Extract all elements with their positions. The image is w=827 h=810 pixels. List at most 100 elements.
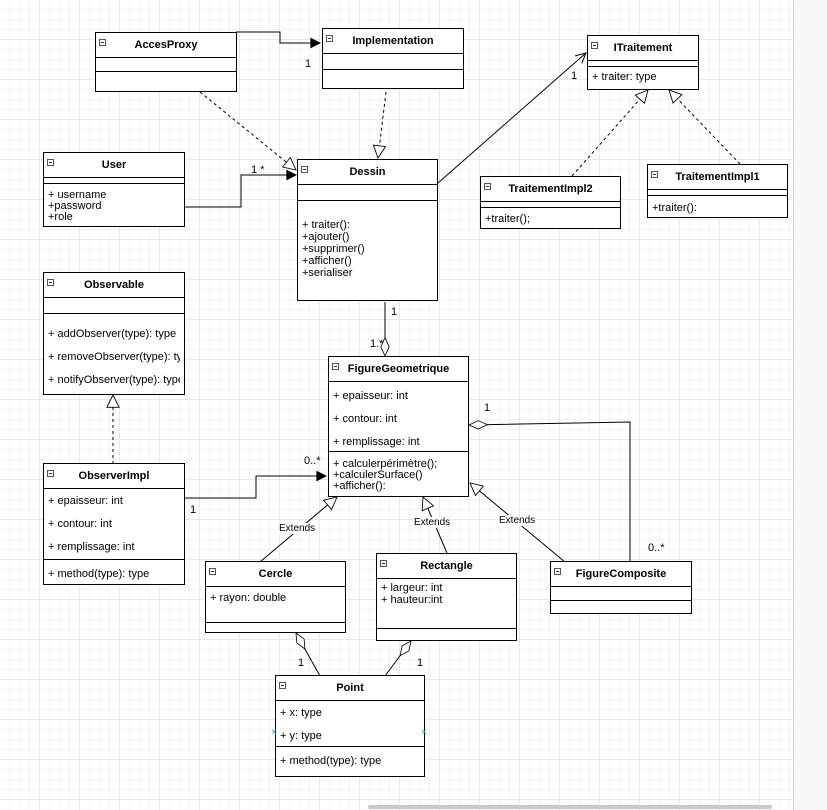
collapse-toggle-icon[interactable] [380,560,387,567]
multiplicity-label: 1 [484,402,491,414]
attribute-epaisseur: + epaisseur: int [333,390,408,402]
methods-section: +traiter(): [648,196,787,214]
attributes-section: + largeur: int + hauteur:int [377,579,516,629]
class-dessin[interactable]: Dessin + traiter(): +ajouter() +supprime… [297,159,438,301]
collapse-toggle-icon[interactable] [332,363,339,370]
class-name: Dessin [349,166,386,178]
selection-handle-left[interactable]: × [271,727,277,738]
attribute-remplissage: + remplissage: int [48,541,135,553]
class-name: User [101,159,127,171]
edge-cercle-point[interactable] [296,633,321,677]
class-name: AccesProxy [134,39,198,51]
attributes-section [323,54,463,70]
class-name: Cercle [258,568,293,580]
multiplicity-label: 1 [305,58,312,70]
class-name: Observable [84,279,144,291]
attributes-section [44,298,184,314]
attributes-section [588,61,698,67]
methods-section [377,629,516,641]
attributes-section [481,202,620,208]
attribute-y: + y: type [280,730,322,742]
method-traiter: +traiter(); [485,213,530,225]
edge-implementation-dessin[interactable] [378,91,387,158]
collapse-toggle-icon[interactable] [279,682,286,689]
multiplicity-label: 0..* [648,542,665,554]
methods-section: + traiter(): +ajouter() +supprimer() +af… [298,201,437,279]
methods-section [323,70,463,89]
attributes-section: + x: type + y: type [276,701,424,747]
edge-composite-aggregation[interactable] [469,422,631,562]
collapse-toggle-icon[interactable] [47,159,54,166]
collapse-toggle-icon[interactable] [47,470,54,477]
class-observer-impl[interactable]: ObserverImpl + epaisseur: int + contour:… [43,463,185,585]
class-acces-proxy[interactable]: AccesProxy [95,32,237,92]
collapse-toggle-icon[interactable] [651,171,658,178]
class-name: TraitementImpl2 [508,183,593,195]
selection-handle-right[interactable]: × [421,727,427,738]
class-name: Implementation [352,35,434,47]
class-name: ObserverImpl [78,470,150,482]
class-point[interactable]: Point + x: type + y: type + method(type)… [275,675,425,777]
method-calculer-surface: +calculerSurface() [333,470,423,481]
attribute-remplissage: + remplissage: int [333,436,420,448]
collapse-toggle-icon[interactable] [554,568,561,575]
multiplicity-label: 1 [190,504,197,516]
edge-user-dessin[interactable] [185,175,296,208]
class-implementation[interactable]: Implementation [322,28,464,89]
attributes-section [551,587,691,601]
multiplicity-label: 1 * [251,164,265,176]
class-observable[interactable]: Observable + addObserver(type): type + r… [43,272,185,395]
attributes-section [298,185,437,201]
attribute-role: +role [48,212,73,223]
method-traiter: +traiter(): [652,202,697,214]
collapse-toggle-icon[interactable] [99,39,106,46]
edge-dessin-itraitement[interactable] [437,53,586,184]
attribute-username: + username [48,190,107,201]
class-traitement-impl2[interactable]: TraitementImpl2 +traiter(); [480,176,621,229]
class-name: ITraitement [613,42,673,54]
attribute-password: +password [48,201,102,212]
extends-label: Extends [499,515,536,526]
methods-section: + addObserver(type): type + removeObserv… [44,314,184,392]
class-user[interactable]: User + username +password +role [43,152,185,227]
method-traiter: + traiter: type [592,71,657,83]
extends-label: Extends [414,517,451,528]
attribute-largeur: + largeur: int [381,582,443,594]
methods-section: + calculerpérimètre(); +calculerSurface(… [329,452,468,492]
class-itraitement[interactable]: ITraitement + traiter: type [587,35,699,90]
collapse-toggle-icon[interactable] [47,279,54,286]
class-cercle[interactable]: Cercle + rayon: double [205,561,346,633]
collapse-toggle-icon[interactable] [301,166,308,173]
collapse-toggle-icon[interactable] [326,35,333,42]
method-notify-observer: + notifyObserver(type): type [48,374,180,386]
method-afficher: +afficher() [302,255,352,267]
attributes-section: + epaisseur: int + contour: int + rempli… [44,489,184,560]
edge-impl2-itraitement[interactable] [571,90,648,177]
class-name: Point [336,682,364,694]
methods-section: +traiter(); [481,208,620,225]
edge-observer-figure[interactable] [185,476,326,499]
class-traitement-impl1[interactable]: TraitementImpl1 +traiter(): [647,164,788,218]
attribute-rayon: + rayon: double [210,592,287,604]
edge-proxy-dessin[interactable] [199,91,296,170]
attributes-section: + epaisseur: int + contour: int + rempli… [329,382,468,452]
class-rectangle[interactable]: Rectangle + largeur: int + hauteur:int [376,553,517,641]
collapse-toggle-icon[interactable] [484,183,491,190]
edge-rectangle-point[interactable] [384,641,411,677]
method-add-observer: + addObserver(type): type [48,328,177,340]
class-name: FigureGeometrique [347,363,450,375]
edge-proxy-implementation[interactable] [236,31,320,43]
attributes-section [648,190,787,196]
horizontal-scrollbar[interactable] [368,805,772,809]
attribute-hauteur: + hauteur:int [381,594,443,606]
methods-section: + method(type): type [276,747,424,767]
class-figure-composite[interactable]: FigureComposite [550,561,692,614]
class-figure-geometrique[interactable]: FigureGeometrique + epaisseur: int + con… [328,356,469,497]
method-calculer-perimetre: + calculerpérimètre(); [333,459,438,470]
attributes-section [96,58,236,72]
collapse-toggle-icon[interactable] [591,42,598,49]
class-name: FigureComposite [575,568,667,580]
methods-section [96,72,236,92]
edge-impl1-itraitement[interactable] [669,90,741,165]
collapse-toggle-icon[interactable] [209,568,216,575]
